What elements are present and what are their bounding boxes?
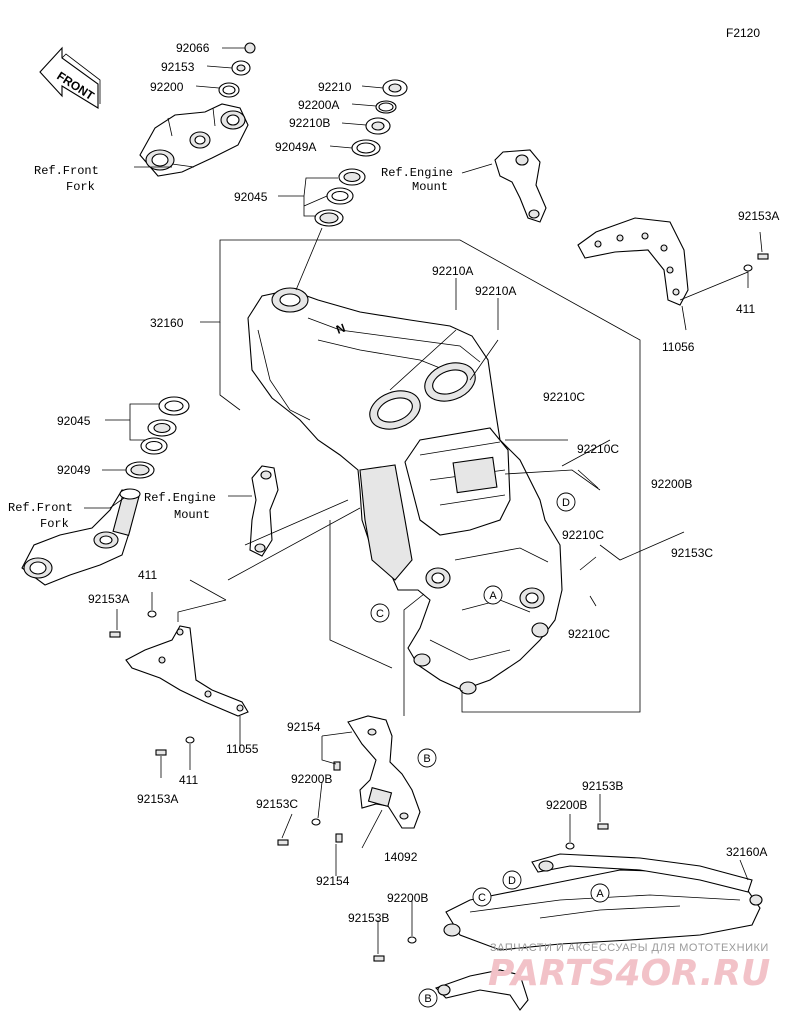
upper-triple-clamp [139, 103, 249, 177]
label-92049A: 92049A [275, 140, 316, 154]
bolts-left [109, 610, 195, 756]
label-92153C-right: 92153C [671, 546, 713, 560]
label-92153A-bottom: 92153A [137, 792, 178, 806]
stem-nut-stack [314, 79, 408, 227]
callout-d-subframe: D [502, 870, 522, 890]
svg-text:A: A [489, 590, 497, 602]
label-92200B-right: 92200B [651, 477, 692, 491]
watermark-line1: ЗАПЧАСТИ И АКСЕССУАРЫ ДЛЯ МОТОТЕХНИКИ [490, 942, 769, 954]
label-92210A-2: 92210A [475, 284, 516, 298]
lower-triple-clamp [21, 488, 141, 586]
label-92049: 92049 [57, 463, 91, 477]
watermark-line2: PARTS4OR.RU [488, 953, 770, 994]
part-labels: 92066 92153 92200 92210 92200A 92210B 92… [57, 41, 779, 925]
callout-c-frame: C [370, 603, 390, 623]
label-92045-top: 92045 [234, 190, 268, 204]
callout-b-bracket: B [417, 748, 437, 768]
right-hanger-11056 [577, 217, 689, 306]
label-92200A: 92200A [298, 98, 339, 112]
label-92153A-right: 92153A [738, 209, 779, 223]
label-32160: 32160 [150, 316, 184, 330]
top-cap-nut [218, 42, 256, 98]
engine-mount-top [494, 149, 547, 223]
callout-a-frame: A [483, 585, 503, 605]
label-92066: 92066 [176, 41, 210, 55]
label-92210C-1: 92210C [543, 390, 585, 404]
bracket-14092 [277, 715, 421, 846]
ref-engine-mount-left-2: Mount [174, 508, 210, 522]
label-11055: 11055 [226, 742, 259, 756]
ref-engine-mount-top-2: Mount [412, 180, 448, 194]
svg-text:A: A [596, 888, 604, 900]
bolt-92153A-right [743, 253, 769, 272]
label-92210B: 92210B [289, 116, 330, 130]
ref-front-fork-top-2: Fork [66, 180, 95, 194]
svg-text:D: D [508, 875, 516, 887]
callout-a-subframe: A [590, 883, 610, 903]
ref-front-fork-top-1: Ref.Front [34, 164, 99, 178]
svg-text:D: D [562, 497, 570, 509]
label-411-left: 411 [138, 568, 157, 582]
ref-engine-mount-top-1: Ref.Engine [381, 166, 453, 180]
main-frame-32160: N [247, 287, 563, 695]
ref-engine-mount-left-1: Ref.Engine [144, 491, 216, 505]
label-411-right: 411 [736, 302, 755, 316]
label-92210: 92210 [318, 80, 352, 94]
label-92153: 92153 [161, 60, 195, 74]
svg-text:B: B [423, 753, 430, 765]
ref-front-fork-left-1: Ref.Front [8, 501, 73, 515]
left-hanger-11055 [125, 625, 249, 717]
ref-front-fork-left-2: Fork [40, 517, 69, 531]
label-11056: 11056 [662, 340, 695, 354]
label-92210A-1: 92210A [432, 264, 473, 278]
label-92200B-mid: 92200B [291, 772, 332, 786]
label-92153B-bottom: 92153B [348, 911, 389, 925]
lower-bearing-stack [125, 396, 190, 479]
label-92153C-mid: 92153C [256, 797, 298, 811]
label-92210C-2: 92210C [577, 442, 619, 456]
label-14092: 14092 [384, 850, 418, 864]
watermark: ЗАПЧАСТИ И АКСЕССУАРЫ ДЛЯ МОТОТЕХНИКИ PA… [488, 942, 770, 994]
leader-lines [84, 47, 763, 954]
label-32160A: 32160A [726, 845, 767, 859]
label-92045-left: 92045 [57, 414, 91, 428]
label-92154-bottom: 92154 [316, 874, 350, 888]
label-92200B-bottom: 92200B [387, 891, 428, 905]
label-92210C-4: 92210C [568, 627, 610, 641]
svg-text:C: C [376, 608, 384, 620]
label-92200B-lower: 92200B [546, 798, 587, 812]
callout-d-frame: D [556, 492, 576, 512]
svg-text:C: C [478, 892, 486, 904]
ref-labels: Ref.Front Fork Ref.Engine Mount Ref.Fron… [8, 164, 453, 531]
label-92153B-right: 92153B [582, 779, 623, 793]
label-92154-top: 92154 [287, 720, 321, 734]
label-92153A-left: 92153A [88, 592, 129, 606]
callout-b-subframe: B [418, 988, 438, 1008]
callout-c-subframe: C [472, 887, 492, 907]
label-411-bottom: 411 [179, 773, 198, 787]
engine-mount-left [249, 465, 279, 557]
diagram-code: F2120 [726, 26, 760, 40]
label-92210C-3: 92210C [562, 528, 604, 542]
label-92200: 92200 [150, 80, 184, 94]
svg-text:B: B [424, 993, 431, 1005]
front-arrow-icon: FRONT [39, 46, 101, 109]
rear-subframe-32160A [373, 823, 763, 1011]
